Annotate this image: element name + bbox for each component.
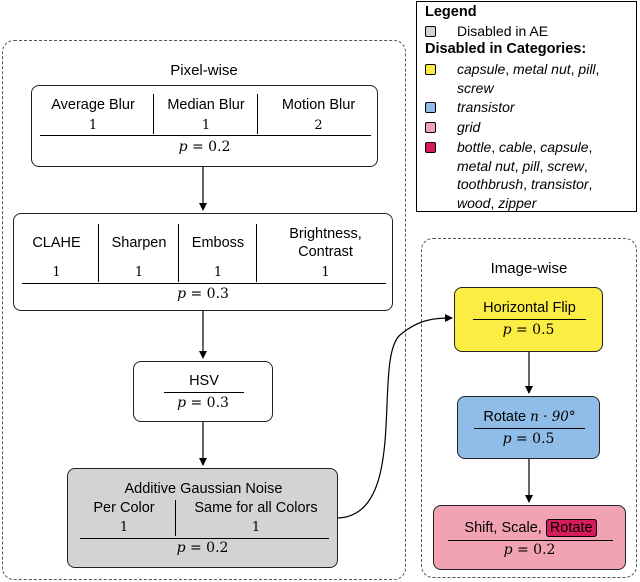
legend-blue-items: transistor [457,99,515,115]
enhance-probability: p = 0.3 [177,286,229,302]
noise-box: Additive Gaussian Noise Per Color Same f… [67,468,338,568]
clahe-label: CLAHE [32,235,81,251]
shift-scale-rotate-box: Shift, Scale, Rotate p = 0.2 [433,505,626,570]
swatch-blue [425,102,436,113]
same-for-all-colors-label: Same for all Colors [194,500,318,516]
sharpen-weight: 1 [134,265,144,280]
motion-blur-weight: 2 [314,118,323,133]
legend-disabled-ae: Disabled in AE [457,23,549,39]
hsv-probability: p = 0.3 [177,395,229,411]
noise-probability: p = 0.2 [176,540,229,556]
brightness-contrast-weight: 1 [321,265,330,280]
average-blur-label: Average Blur [51,97,135,113]
average-blur-weight: 1 [88,118,98,133]
legend-title: Legend [425,4,477,20]
horizontal-flip-label: Horizontal Flip [483,300,576,316]
rotate-probability: p = 0.5 [502,431,555,447]
swatch-gray [425,26,436,37]
pixel-wise-title: Pixel-wise [170,62,238,79]
pixel-wise-region: Pixel-wise [2,40,406,580]
rotate-math: n · 90° [530,409,576,425]
median-blur-weight: 1 [201,118,211,133]
blur-box: Average Blur Median Blur Motion Blur 1 1… [31,85,378,167]
enhance-box: CLAHE Sharpen Emboss Brightness, Contras… [13,213,393,311]
legend-categories-title: Disabled in Categories: [425,41,587,57]
horizontal-flip-box: Horizontal Flip p = 0.5 [454,287,603,352]
emboss-weight: 1 [213,265,223,280]
motion-blur-label: Motion Blur [281,97,356,113]
hsv-box: HSV p = 0.3 [133,361,273,422]
legend-yellow-items: capsule, metal nut, pill, screw [457,61,600,96]
per-color-weight: 1 [119,520,129,535]
horizontal-flip-probability: p = 0.5 [502,322,555,338]
contrast-label: Contrast [298,244,353,260]
shift-scale-label: Shift, Scale, Rotate [434,519,627,537]
per-color-label: Per Color [93,500,155,516]
hsv-label: HSV [189,373,219,389]
rotate-box: Rotate n · 90° p = 0.5 [457,396,600,459]
emboss-label: Emboss [191,235,245,251]
same-for-all-colors-weight: 1 [251,520,261,535]
legend-pink-items: grid [457,119,481,135]
swatch-pink [425,122,436,133]
legend: Legend Disabled in AE Disabled in Catego… [416,1,637,212]
sharpen-label: Sharpen [111,235,167,251]
median-blur-label: Median Blur [167,97,245,113]
swatch-crimson [425,142,436,153]
shift-scale-rotate-probability: p = 0.2 [503,542,556,558]
swatch-yellow [425,64,436,75]
rotate-highlight: Rotate [545,519,597,537]
legend-crimson-items: bottle, cable, capsule, metal nut, pill,… [457,139,593,211]
brightness-label: Brightness, [289,226,362,242]
noise-title: Additive Gaussian Noise [124,481,283,497]
image-wise-title: Image-wise [490,260,568,277]
blur-probability: p = 0.2 [178,139,231,155]
clahe-weight: 1 [52,265,61,280]
rotate-label: Rotate n · 90° [483,409,576,425]
